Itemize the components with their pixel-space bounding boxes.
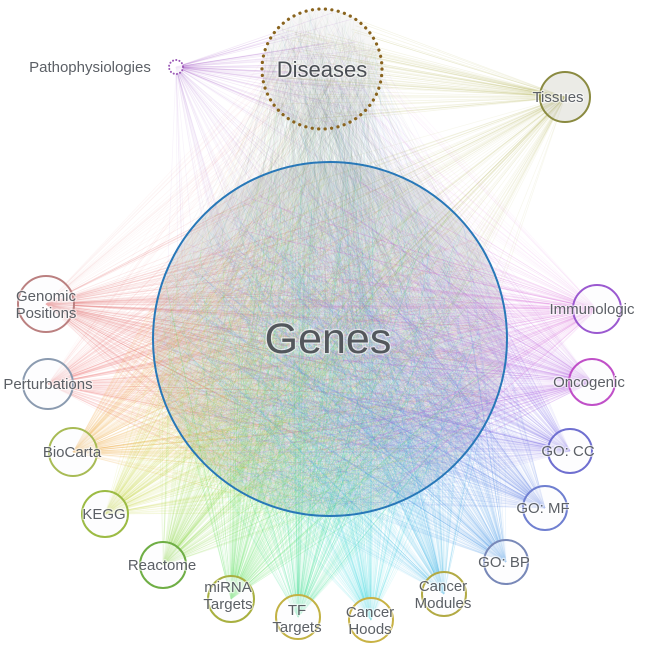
edge-fan-go-cc-genes [156,176,571,509]
edge-fan-biocarta-genes [72,164,507,513]
node-label-biocarta: BioCarta [42,443,104,463]
node-label-cancer-modules-line: Modules [415,595,472,612]
node-immunologic[interactable] [572,284,622,334]
node-label-go-cc-line: GO: CC [541,443,595,460]
edge-fan-go-bp-diseases [278,21,507,563]
edge-fan-biocarta-diseases [72,21,363,453]
edge-fan-tf-targets-genes [157,164,505,618]
genes-label: Genes [263,314,392,365]
node-label-tissues: Tissues [531,88,585,108]
node-cancer-hoods[interactable] [348,597,394,643]
edge-fan-oncogenic-genes [160,176,593,510]
node-label-reactome: Reactome [127,556,198,576]
node-label-genomic-positions-line: Positions [16,305,77,322]
edge-fan-tf-targets-diseases [265,12,379,618]
edge-fan-reactome-genes [156,168,503,566]
edge-fan-go-mf-diseases [267,12,546,509]
node-reactome[interactable] [139,541,187,589]
diseases-label: Diseases [276,56,369,84]
node-label-kegg: KEGG [81,505,127,525]
edge-fan-immunologic-genes [167,172,598,510]
node-label-pathophysiologies: Pathophysiologies [28,58,152,78]
node-cancer-modules[interactable] [421,571,467,617]
node-perturbations[interactable] [22,358,74,410]
diseases-fill [262,9,382,129]
node-label-immunologic: Immunologic [548,300,636,320]
node-label-cancer-hoods-line: Hoods [348,621,391,638]
node-layer [17,59,622,643]
edge-fan-immunologic-diseases [263,11,598,310]
edge-fan-perturbations-diseases [47,11,373,385]
node-go-cc[interactable] [547,428,593,474]
node-genomic-positions[interactable] [17,275,75,333]
node-label-cancer-modules-line: Cancer [419,578,467,595]
node-label-go-bp: GO: BP [477,553,531,573]
node-tissues[interactable] [539,71,591,123]
edge-bundle-diseases-genes [154,10,505,511]
node-label-reactome-line: Reactome [128,557,196,574]
node-go-mf[interactable] [522,485,568,531]
node-label-go-mf: GO: MF [515,499,571,519]
node-mirna-targets[interactable] [207,575,255,623]
genes-fill [153,162,507,516]
edge-fan-genomic-positions-diseases [45,30,378,305]
node-label-mirna-targets-line: miRNA [204,579,252,596]
node-label-perturbations-line: Perturbations [3,376,92,393]
edge-fan-cancer-hoods-diseases [270,11,382,621]
node-kegg[interactable] [81,490,129,538]
node-label-cancer-hoods-line: Cancer [346,604,394,621]
genes-node[interactable] [152,161,508,517]
edge-fan-pathophysiologies-diseases [175,12,378,129]
edge-fan-perturbations-genes [47,172,487,504]
edge-fan-go-cc-diseases [271,28,571,452]
node-label-go-bp-line: GO: BP [478,554,530,571]
node-label-genomic-positions-line: Genomic [16,288,77,305]
edge-fan-mirna-targets-genes [158,175,505,600]
node-label-oncogenic: Oncogenic [552,373,627,393]
edge-fan-go-bp-genes [155,199,507,563]
edge-fan-reactome-diseases [162,18,379,566]
node-label-oncogenic-line: Oncogenic [553,374,625,391]
edge-fan-pathophysiologies-genes [164,66,491,490]
edge-fan-go-mf-genes [156,173,546,509]
edge-fan-kegg-genes [104,165,503,515]
node-oncogenic[interactable] [568,358,616,406]
node-label-tf-targets-line: TF [288,602,306,619]
edge-layer [45,10,598,621]
edge-fan-kegg-diseases [104,16,368,515]
node-label-biocarta-line: BioCarta [43,444,102,461]
node-label-kegg-line: KEGG [82,506,125,523]
node-label-go-cc: GO: CC [540,442,596,462]
node-go-bp[interactable] [483,539,529,585]
edge-fan-tissues-diseases [264,11,566,123]
node-label-immunologic-line: Immunologic [549,301,635,318]
edge-fan-mirna-targets-diseases [230,10,377,600]
genes-label-line: Genes [265,315,392,363]
edge-fan-genomic-positions-genes [45,169,502,514]
node-label-perturbations: Perturbations [2,375,94,395]
edge-fan-cancer-hoods-genes [163,169,489,621]
node-label-pathophysiologies-line: Pathophysiologies [29,59,151,76]
node-label-tf-targets-line: Targets [272,619,321,636]
diseases-label-line: Diseases [277,57,367,82]
label-layer: Genes Diseases PathophysiologiesTissuesGen… [2,56,636,640]
diseases-node[interactable] [260,7,384,131]
node-tf-targets[interactable] [275,594,321,640]
node-label-go-mf-line: GO: MF [516,500,569,517]
node-pathophysiologies[interactable] [168,59,184,75]
edge-fan-cancer-modules-diseases [280,16,445,595]
node-biocarta[interactable] [48,427,98,477]
edge-fan-cancer-modules-genes [156,171,489,595]
edge-fan-tissues-genes [167,96,566,514]
node-label-mirna-targets-line: Targets [203,596,252,613]
node-label-tissues-line: Tissues [532,89,583,106]
